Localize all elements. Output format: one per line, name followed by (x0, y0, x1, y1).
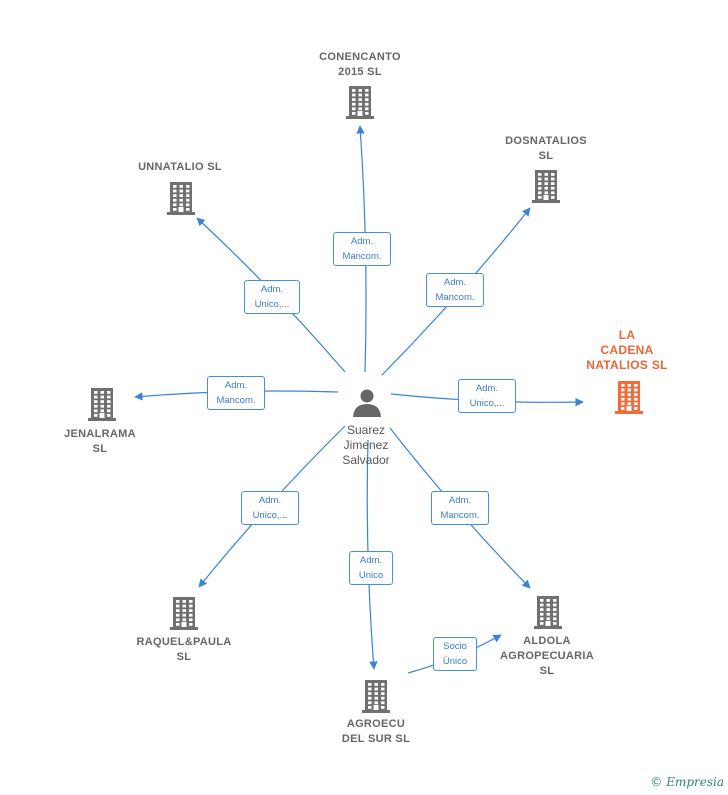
company-label-conencanto[interactable]: CONENCANTO 2015 SL (319, 51, 401, 78)
building-icon-lacadena[interactable] (615, 381, 643, 414)
company-label-unnatalio[interactable]: UNNATALIO SL (138, 161, 222, 173)
company-label-dosnatalios[interactable]: DOSNATALIOS SL (505, 135, 587, 162)
building-icon-agroecu[interactable] (362, 680, 390, 713)
building-icon-raquel[interactable] (170, 597, 198, 630)
brand-name: Empresia (666, 775, 724, 789)
building-icon-jenalrama[interactable] (88, 388, 116, 421)
edge-label-dosnatalios[interactable]: Adm. Mancom. (426, 273, 484, 307)
edge-label-aldola-from-agroecu[interactable]: Socio Único (433, 637, 477, 671)
edge-label-aldola[interactable]: Adm. Mancom. (431, 491, 489, 525)
company-label-aldola[interactable]: ALDOLA AGROPECUARIA SL (499, 635, 595, 677)
company-label-agroecu[interactable]: AGROECU DEL SUR SL (341, 718, 411, 745)
edge-label-unnatalio[interactable]: Adm. Unico,... (244, 280, 300, 314)
edge-label-agroecu[interactable]: Adm. Unico (349, 551, 393, 585)
footer-brand: ©Empresia (650, 775, 724, 789)
edge-label-raquel[interactable]: Adm. Unico,... (241, 491, 299, 525)
building-icon-conencanto[interactable] (346, 86, 374, 119)
edge-label-conencanto[interactable]: Adm. Mancom. (333, 232, 391, 266)
person-icon[interactable] (353, 389, 381, 418)
company-label-lacadena[interactable]: LA CADENA NATALIOS SL (586, 328, 668, 372)
copyright-icon: © (650, 775, 663, 789)
edge-label-jenalrama[interactable]: Adm. Mancom. (207, 376, 265, 410)
edge-label-lacadena[interactable]: Adm. Unico,... (458, 379, 516, 413)
person-name[interactable]: Suarez Jimenez Salvador (342, 423, 390, 467)
company-label-jenalrama[interactable]: JENALRAMA SL (64, 428, 136, 455)
building-icon-aldola[interactable] (534, 596, 562, 629)
building-icon-unnatalio[interactable] (167, 182, 195, 215)
company-label-raquel[interactable]: RAQUEL&PAULA SL (136, 636, 232, 663)
building-icon-dosnatalios[interactable] (532, 170, 560, 203)
